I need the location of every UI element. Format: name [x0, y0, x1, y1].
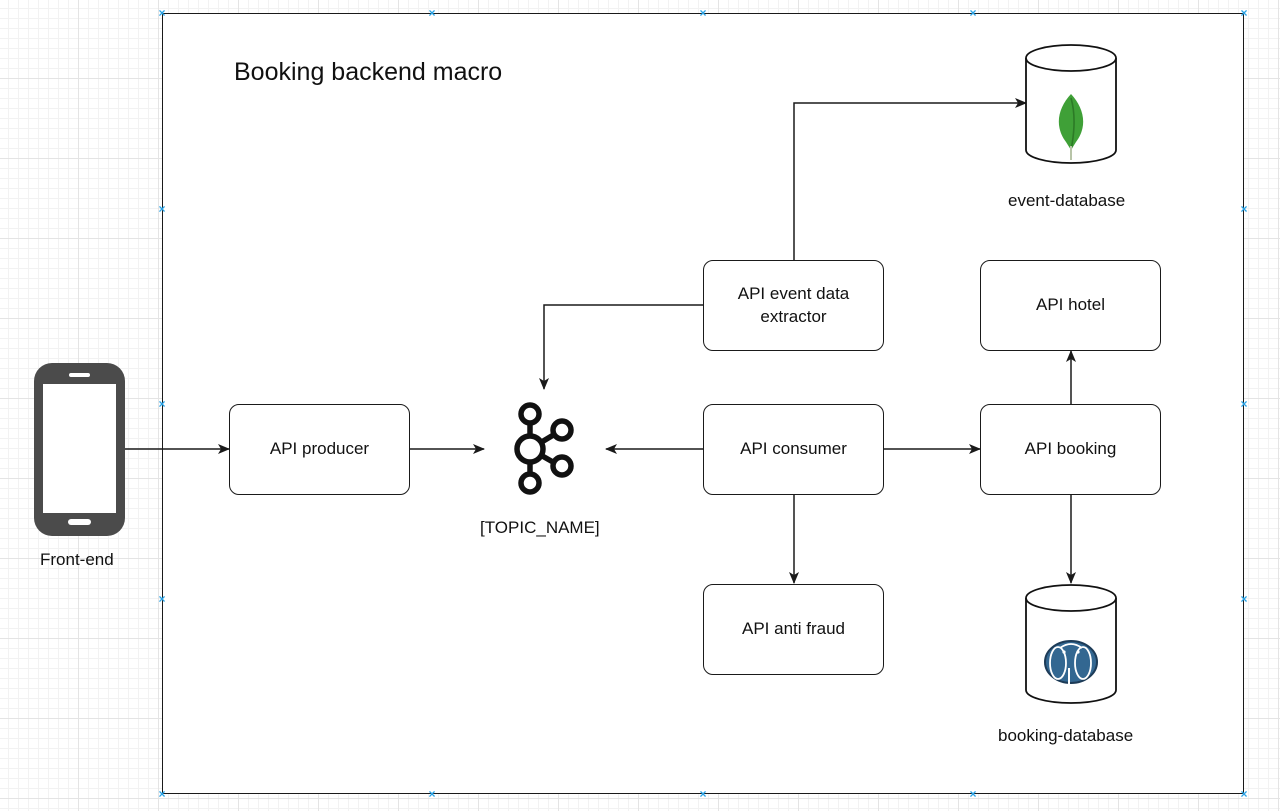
frontend-label: Front-end — [40, 550, 114, 569]
resize-handle-top-left[interactable]: × — [158, 6, 166, 20]
diagram-title[interactable]: Booking backend macro — [234, 58, 503, 86]
resize-handle-left[interactable]: × — [158, 592, 166, 606]
postgresql-icon — [1025, 584, 1117, 704]
resize-handle-bottom-right[interactable]: × — [1240, 787, 1248, 801]
edge-extractor-to-topic — [539, 304, 703, 390]
node-api-hotel[interactable]: API hotel — [980, 260, 1161, 351]
resize-handle-right[interactable]: × — [1240, 592, 1248, 606]
smartphone-icon — [34, 363, 125, 536]
node-api-event-data-extractor[interactable]: API event data extractor — [703, 260, 884, 351]
resize-handle-top[interactable]: × — [969, 6, 977, 20]
resize-handle-right[interactable]: × — [1240, 397, 1248, 411]
resize-handle-bottom[interactable]: × — [428, 787, 436, 801]
node-api-anti-fraud[interactable]: API anti fraud — [703, 584, 884, 675]
resize-handle-right[interactable]: × — [1240, 202, 1248, 216]
resize-handle-top[interactable]: × — [699, 6, 707, 20]
node-api-producer[interactable]: API producer — [229, 404, 410, 495]
resize-handle-bottom[interactable]: × — [699, 787, 707, 801]
resize-handle-left[interactable]: × — [158, 202, 166, 216]
mongodb-icon — [1025, 44, 1117, 164]
kafka-icon — [514, 402, 574, 495]
resize-handle-left[interactable]: × — [158, 397, 166, 411]
kafka-topic-label: [TOPIC_NAME] — [480, 518, 600, 537]
resize-handle-bottom-left[interactable]: × — [158, 787, 166, 801]
event-database-label: event-database — [1008, 191, 1126, 210]
resize-handle-top[interactable]: × — [428, 6, 436, 20]
edge-extractor-to-event-db — [793, 98, 1027, 260]
resize-handle-bottom[interactable]: × — [969, 787, 977, 801]
booking-database-label: booking-database — [998, 726, 1134, 745]
node-api-booking[interactable]: API booking — [980, 404, 1161, 495]
node-api-consumer[interactable]: API consumer — [703, 404, 884, 495]
resize-handle-top-right[interactable]: × — [1240, 6, 1248, 20]
